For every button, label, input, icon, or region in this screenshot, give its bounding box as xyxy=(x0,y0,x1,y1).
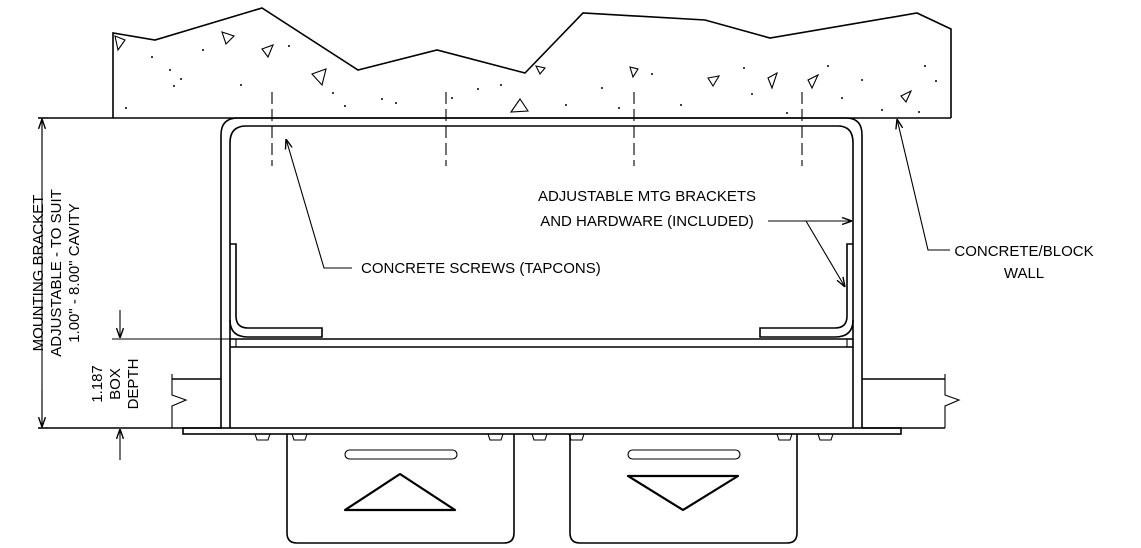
mounting-bracket-label: MOUNTING BRACKET ADJUSTABLE - TO SUIT 1.… xyxy=(30,189,83,357)
concrete-screws xyxy=(271,92,803,166)
mounting-bracket-label-line3: 1.00" - 8.00" CAVITY xyxy=(66,203,83,343)
mounting-bracket xyxy=(220,117,863,428)
box-depth-label-line1: 1.187 xyxy=(89,365,106,403)
wall-label-line1: CONCRETE/BLOCK xyxy=(954,243,1093,260)
right-button-housing xyxy=(569,434,798,544)
wall-label-line2: WALL xyxy=(1004,265,1044,282)
box-depth-dimension xyxy=(112,310,230,460)
right-adjustable-bracket xyxy=(759,243,854,338)
brackets-label-line1: ADJUSTABLE MTG BRACKETS xyxy=(538,188,756,205)
left-button-housing xyxy=(286,434,515,544)
cavity-dimension xyxy=(38,117,48,429)
wall-stubs xyxy=(38,374,961,429)
brackets-label-line2: AND HARDWARE (INCLUDED) xyxy=(540,213,754,230)
trim-plate xyxy=(182,427,902,441)
box-depth-label-line3: DEPTH xyxy=(125,359,142,410)
concrete-wall xyxy=(38,7,952,119)
box-depth-label: 1.187 BOX DEPTH xyxy=(89,359,142,410)
wall-leader xyxy=(897,119,950,251)
left-adjustable-bracket xyxy=(229,243,323,338)
box-depth-label-line2: BOX xyxy=(107,368,124,400)
mounting-bracket-label-line2: ADJUSTABLE - TO SUIT xyxy=(48,189,65,357)
down-triangle-icon xyxy=(626,474,740,512)
brackets-leader xyxy=(768,221,852,287)
concrete-screws-label: CONCRETE SCREWS (TAPCONS) xyxy=(361,260,601,277)
concrete-screws-leader xyxy=(286,139,352,269)
mounting-bracket-label-line1: MOUNTING BRACKET xyxy=(30,195,47,352)
box-body xyxy=(229,338,854,348)
up-triangle-icon xyxy=(343,472,457,512)
